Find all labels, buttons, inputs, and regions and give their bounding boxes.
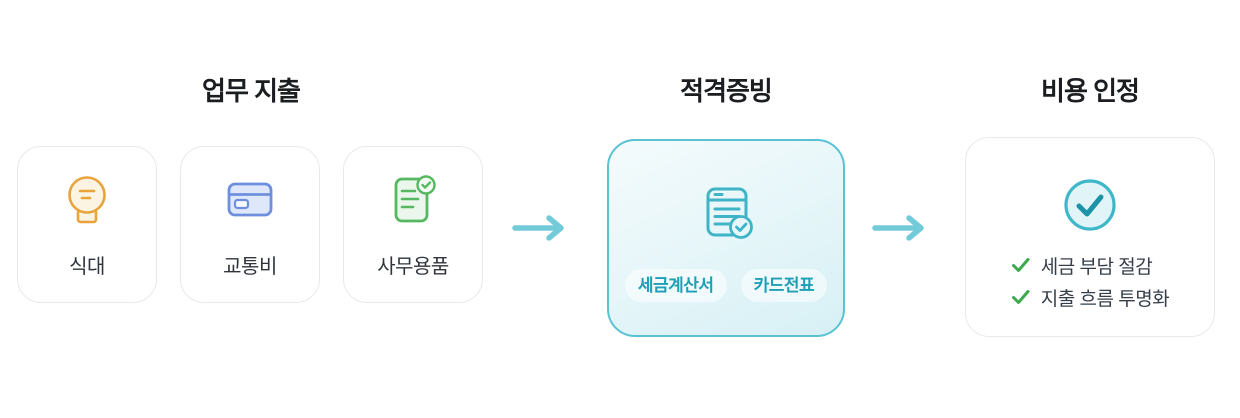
lightbulb-icon — [59, 170, 115, 235]
circle-check-icon — [1062, 178, 1118, 239]
check-icon — [1011, 256, 1031, 279]
result-card: 세금 부담 절감 지출 흐름 투명화 — [965, 137, 1215, 337]
expense-card-label: 교통비 — [223, 256, 277, 278]
section-title-expense-recognition: 비용 인정 — [1041, 76, 1140, 106]
section-title-business-expenses: 업무 지출 — [202, 76, 301, 106]
credit-card-icon — [220, 170, 280, 235]
expense-card-transport: 교통비 — [180, 146, 320, 303]
expense-card-label: 식대 — [69, 256, 105, 278]
expense-card-supplies: 사무용품 — [343, 146, 483, 303]
expense-card-meals: 식대 — [17, 146, 157, 303]
expense-cards-row: 식대 교통비 — [17, 146, 485, 303]
benefit-label: 세금 부담 절감 — [1040, 257, 1153, 278]
arrow-right-icon — [512, 213, 570, 248]
benefit-label: 지출 흐름 투명화 — [1040, 289, 1170, 310]
evidence-badge-card-slip: 카드전표 — [740, 269, 828, 302]
section-qualified-evidence: 적격증빙 세금계산서 카드전표 — [607, 75, 845, 337]
section-expense-recognition: 비용 인정 세금 부담 절감 — [965, 75, 1215, 337]
receipt-check-icon — [695, 183, 757, 248]
section-title-qualified-evidence: 적격증빙 — [680, 76, 773, 106]
benefit-row: 세금 부담 절감 — [1011, 255, 1169, 280]
evidence-badges: 세금계산서 카드전표 — [624, 269, 828, 302]
expense-card-label: 사무용품 — [377, 256, 449, 278]
section-business-expenses: 업무 지출 식대 — [17, 75, 485, 303]
benefit-list: 세금 부담 절감 지출 흐름 투명화 — [1011, 255, 1170, 312]
document-check-icon — [383, 170, 443, 235]
benefit-row: 지출 흐름 투명화 — [1011, 287, 1170, 312]
check-icon — [1011, 288, 1031, 311]
arrow-right-icon — [872, 213, 930, 248]
evidence-card: 세금계산서 카드전표 — [607, 139, 845, 337]
evidence-badge-tax-invoice: 세금계산서 — [624, 269, 727, 302]
